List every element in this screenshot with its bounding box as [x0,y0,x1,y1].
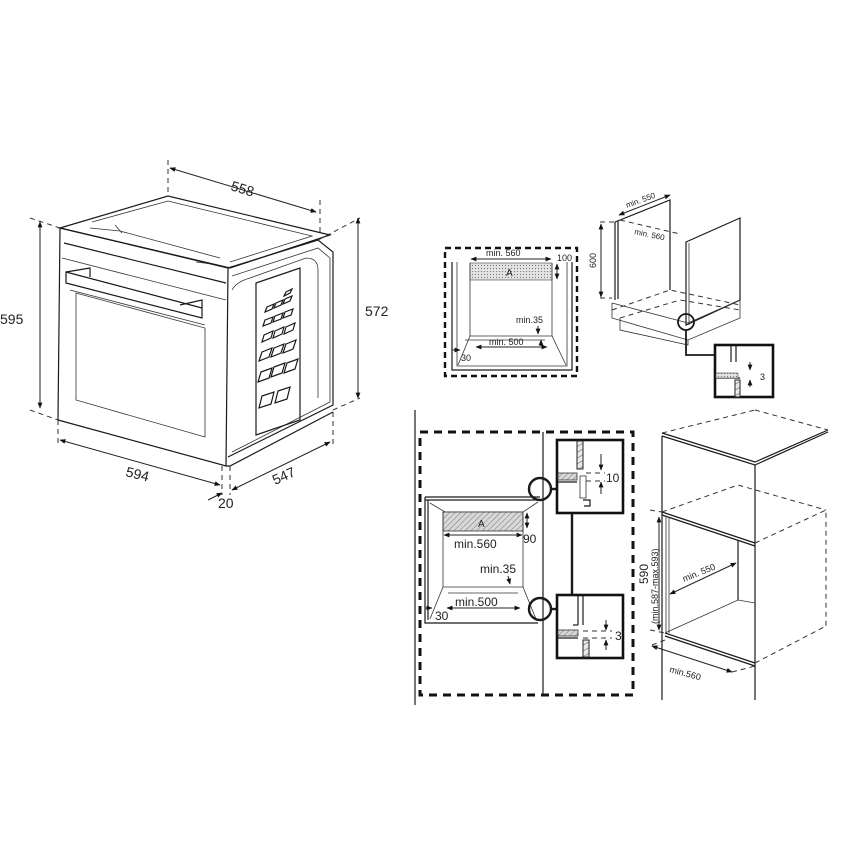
uc-min-width: min. 560 [486,248,521,258]
undercounter-plan-view: A min. 560 100 min. 500 min.35 30 [443,246,579,378]
dim-depth: 547 [270,464,298,488]
col-min-width: min.560 [454,537,497,551]
column-cabinet-view: 590 (min.587-max.593) min. 550 min.560 [637,409,829,700]
dim-height-left: 595 [0,311,24,327]
uc-vent-depth: 100 [557,253,572,263]
ucc-min-width: min. 560 [634,227,666,242]
colc-height-range: (min.587-max.593) [650,548,660,624]
vent-slots [257,287,299,409]
col-min-base: min.500 [455,595,498,609]
dim-door-thickness: 20 [218,495,234,511]
col-min-gap: min.35 [480,562,516,576]
col-vent-depth: 90 [523,532,537,546]
vent-area-a: A [506,268,513,279]
oven-isometric-view: 558 595 572 594 547 20 [0,160,389,511]
uc-min-gap: min.35 [516,315,543,325]
col-detail-top-gap: 10 [606,471,620,485]
column-plan-view: A min.560 90 min.35 min.500 30 10 [414,410,635,705]
col-vent-area-a: A [478,519,485,530]
colc-height: 590 [637,564,651,584]
undercounter-cabinet-view: min. 550 min. 560 600 3 [588,191,775,399]
ucc-detail-gap: 3 [760,372,765,382]
uc-side-margin: 30 [461,353,471,363]
dim-width-front: 594 [124,463,151,484]
col-side-margin: 30 [435,609,449,623]
col-detail-bottom-gap: 3 [615,629,622,643]
ucc-height: 600 [588,253,598,268]
uc-min-base: min. 500 [489,337,524,347]
colc-min-width: min.560 [668,664,702,682]
dim-height-right: 572 [365,303,389,319]
dim-width-top: 558 [229,178,256,200]
